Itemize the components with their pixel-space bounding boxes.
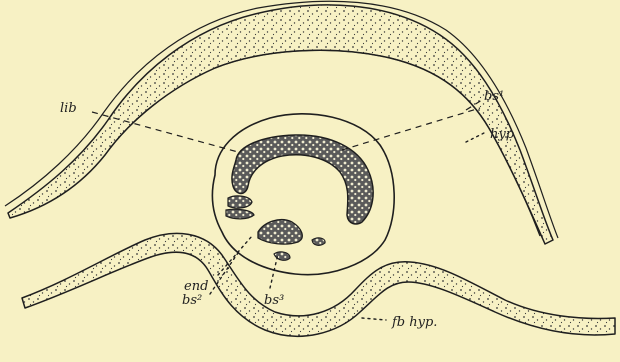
fragment-right bbox=[312, 238, 325, 246]
label-end: end bbox=[184, 279, 208, 294]
label-bs2: bs² bbox=[182, 293, 202, 308]
label-hyp: hyp bbox=[490, 127, 515, 142]
hyp-leader-line bbox=[466, 132, 486, 142]
label-bs3: bs³ bbox=[264, 293, 284, 308]
fbhyp-leader-line bbox=[362, 318, 386, 320]
fragment-left-1 bbox=[228, 196, 252, 208]
label-fb-hyp: fb hyp. bbox=[391, 315, 437, 330]
crescent-mass bbox=[232, 135, 373, 224]
label-lib: lib bbox=[60, 101, 77, 116]
upper-stippled-band bbox=[8, 5, 553, 244]
lower-stippled-band bbox=[22, 233, 615, 336]
label-bs1: bs¹ bbox=[484, 89, 504, 104]
fragment-center bbox=[258, 220, 302, 244]
fragment-left-2 bbox=[226, 209, 254, 219]
